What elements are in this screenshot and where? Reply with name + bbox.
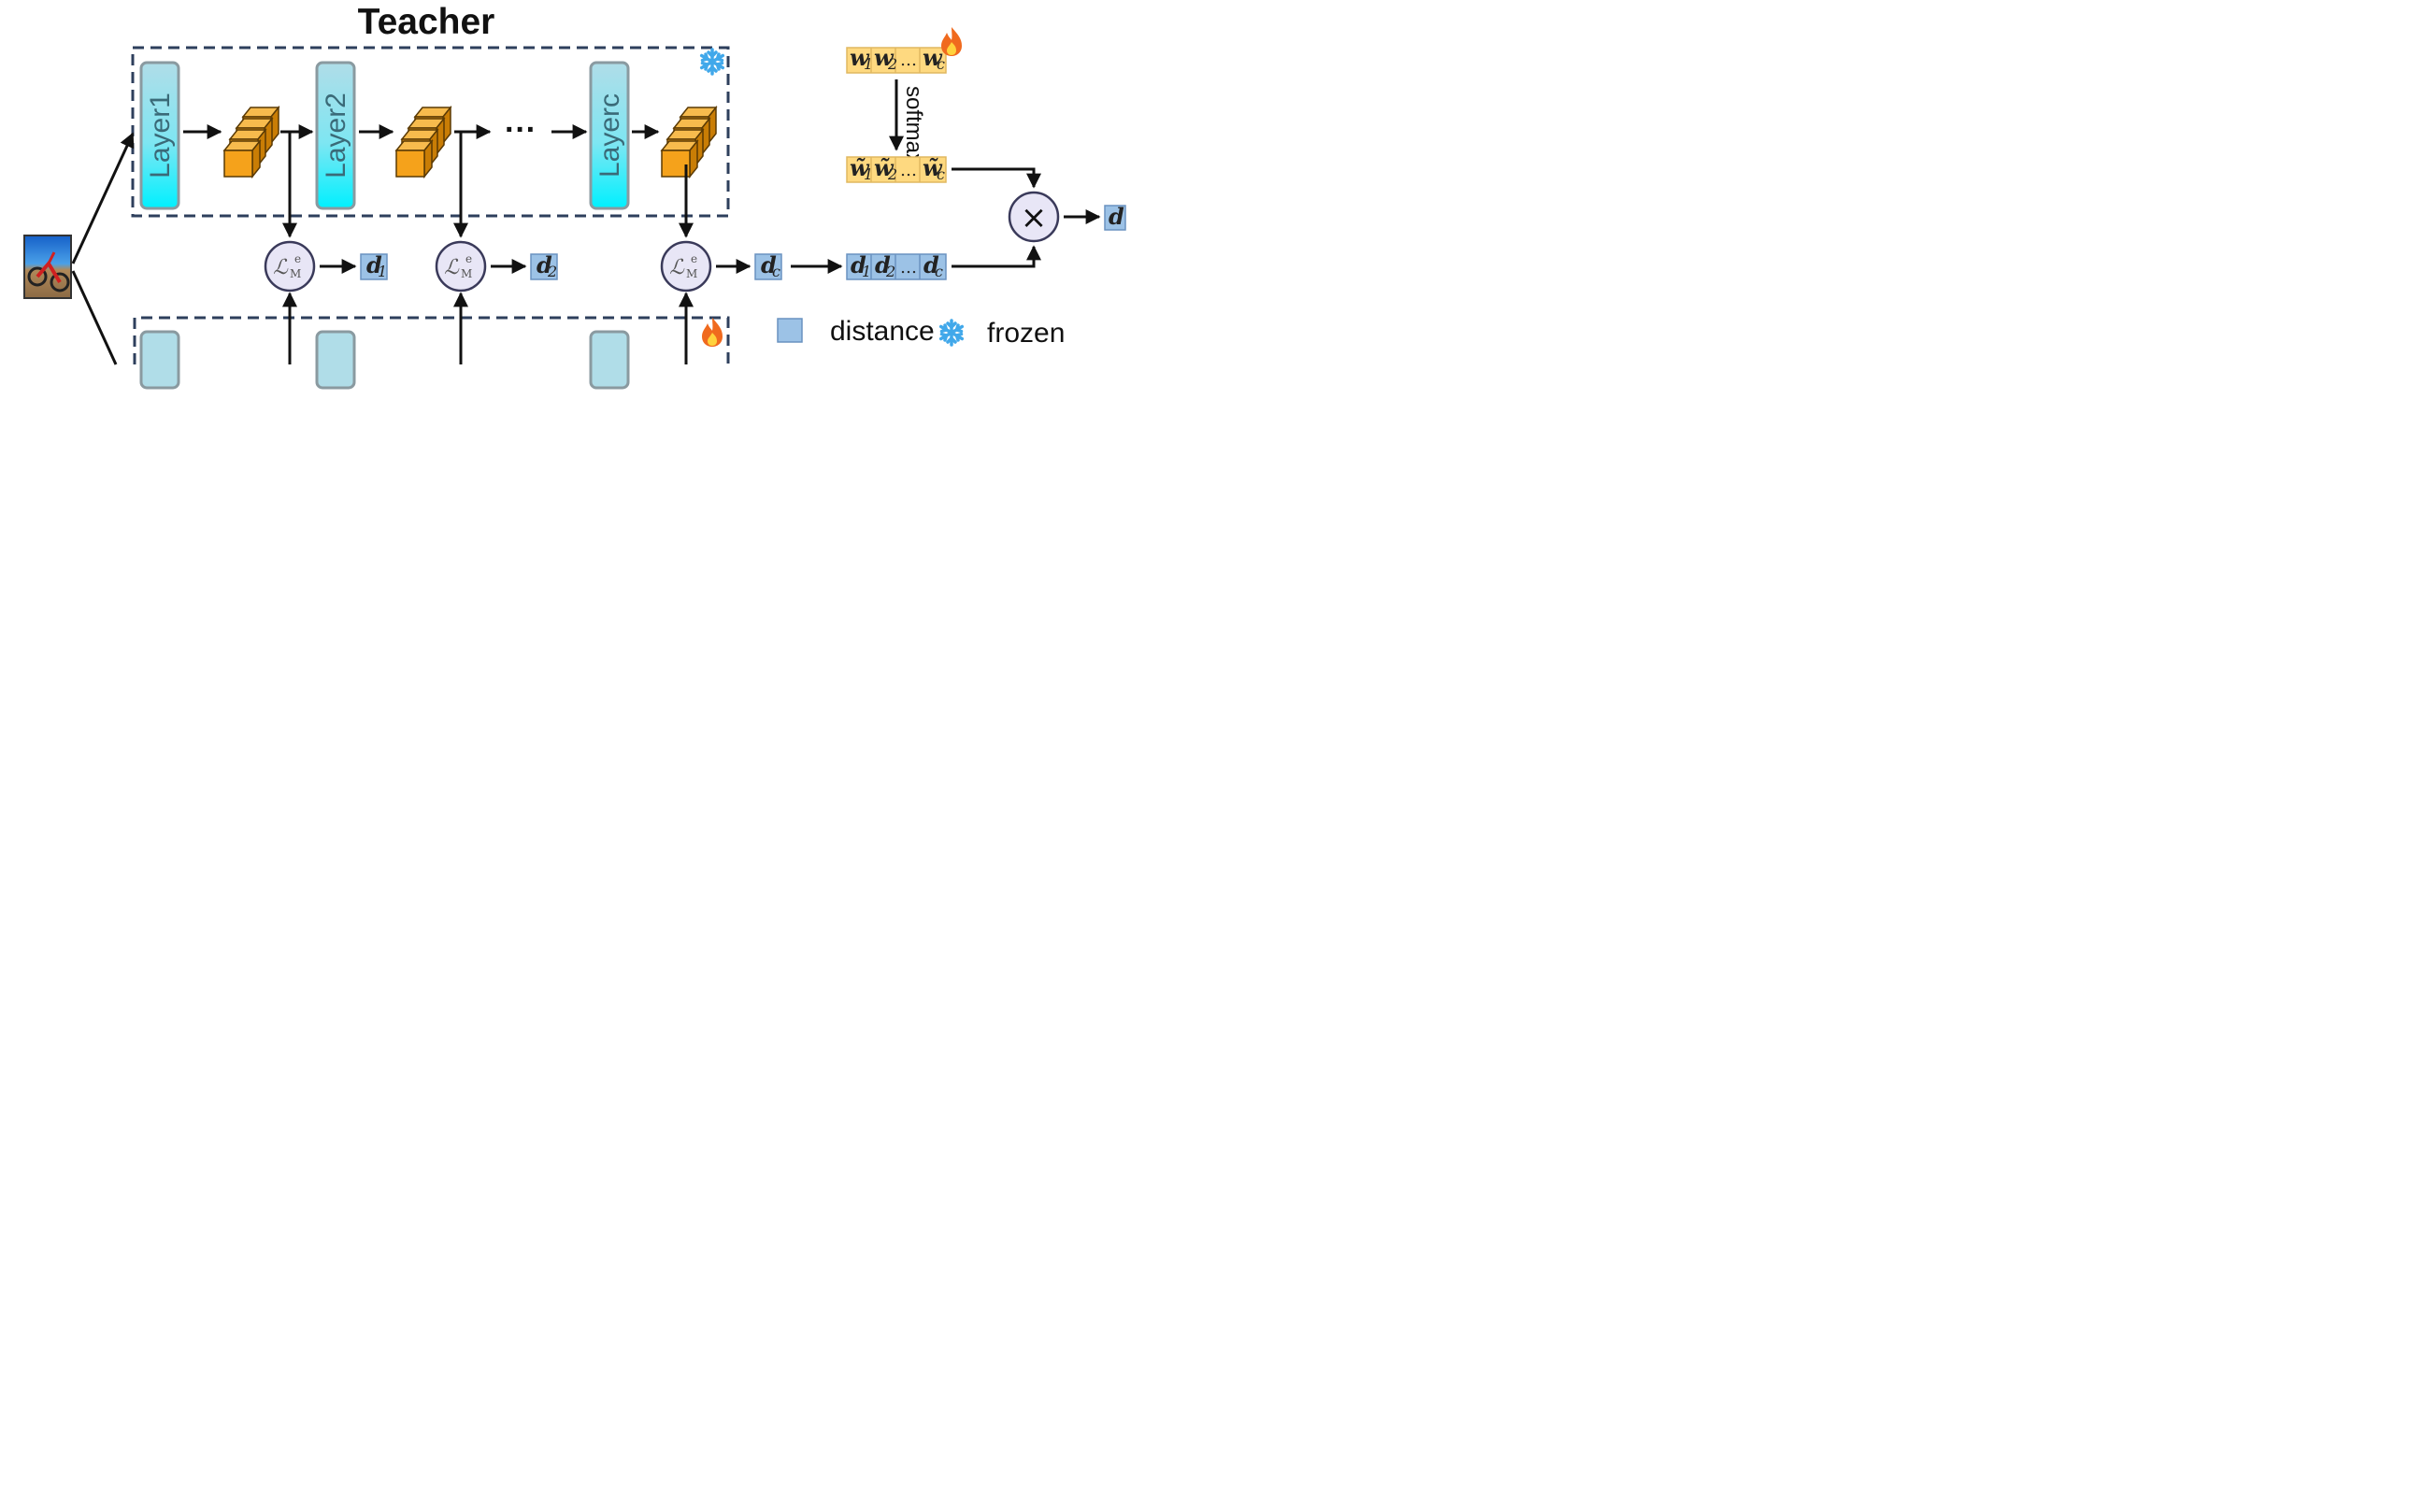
distance-box-d1: d 1 [360, 251, 388, 280]
distance-vector: d 1 d 2 … d c [846, 251, 947, 280]
teacher-layer-1-label: Layer1 [145, 93, 176, 178]
wt1-label: w̃ [850, 154, 870, 181]
vec-dc-label: d [923, 251, 939, 278]
wt2-sub: 2 [887, 165, 897, 183]
wtc-sub: c [937, 165, 945, 183]
legend-frozen-label: frozen [987, 318, 1065, 349]
output-distance-box: d [1104, 203, 1126, 231]
multiply-symbol: × [1021, 199, 1048, 236]
loss-circle-2: ℒ e M [435, 240, 487, 292]
vec-d1-sub: 1 [862, 263, 871, 280]
w1-label: w [850, 44, 870, 71]
loss-symbol-c: ℒ [669, 256, 685, 279]
teacher-layer-c: Layerc [589, 61, 630, 210]
d1-label: d [366, 251, 382, 278]
loss-symbol-1: ℒ [273, 256, 289, 279]
teacher-layer-1: Layer1 [139, 61, 180, 210]
weight-vector: w 1 w 2 … w c [846, 44, 947, 74]
image-to-teacher-arrow [71, 132, 135, 264]
loss-sup-c: e [691, 252, 697, 265]
teacher-layer-2-label: Layer2 [321, 93, 351, 178]
d1-sub: 1 [378, 263, 387, 280]
multiply-node: × [1008, 191, 1060, 243]
student-trainable-flame-icon [702, 318, 723, 347]
wt-ellipsis: … [900, 161, 917, 180]
legend-distance-swatch [777, 318, 803, 343]
loss-circle-c: ℒ e M [660, 240, 712, 292]
distance-box-d2: d 2 [530, 251, 558, 280]
student-layer-2 [315, 330, 356, 390]
input-image [23, 235, 72, 299]
wc-label: w [923, 44, 943, 71]
loss-circle-1: ℒ e M [264, 240, 316, 292]
loss-sub-2: M [461, 267, 472, 280]
dc-sub: c [772, 263, 780, 280]
wc-sub: c [937, 55, 945, 73]
d2-label: d [537, 251, 552, 278]
w2-sub: 2 [887, 55, 897, 73]
loss-sub-c: M [686, 267, 697, 280]
legend-frozen-snowflake-icon [938, 319, 965, 347]
normalized-weight-vector: w̃ 1 w̃ 2 … w̃ c [846, 154, 947, 183]
loss-sup-1: e [294, 252, 301, 265]
loss-sub-1: M [290, 267, 301, 280]
teacher-feature-1 [223, 107, 279, 178]
wt1-sub: 1 [864, 165, 873, 183]
vec-d2-label: d [875, 251, 891, 278]
loss-sup-2: e [465, 252, 472, 265]
wt2-label: w̃ [874, 154, 895, 181]
weights-trainable-flame-icon [941, 27, 962, 56]
distances-to-multiply-arrow [952, 245, 1041, 268]
distance-box-dc: d c [754, 251, 782, 280]
weights-to-multiply-arrow [952, 167, 1041, 189]
image-to-student-arrow [71, 270, 118, 365]
teacher-frozen-snowflake-icon [699, 48, 725, 76]
teacher-feature-c [661, 107, 717, 178]
teacher-frame [131, 46, 730, 218]
vec-dc-sub: c [935, 263, 943, 280]
w1-sub: 1 [864, 55, 873, 73]
student-frame [133, 316, 730, 364]
legend-distance-label: distance [830, 316, 935, 347]
vec-d1-label: d [851, 251, 866, 278]
w2-label: w [874, 44, 895, 71]
teacher-layer-2: Layer2 [315, 61, 356, 210]
student-layer-1 [139, 330, 180, 390]
w-ellipsis: … [900, 50, 917, 70]
teacher-title: Teacher [358, 2, 495, 42]
vec-d2-sub: 2 [885, 263, 895, 280]
output-d-label: d [1109, 203, 1124, 230]
teacher-layer-ellipsis: ··· [505, 112, 537, 148]
loss-symbol-2: ℒ [444, 256, 460, 279]
teacher-feature-2 [395, 107, 451, 178]
d2-sub: 2 [547, 263, 557, 280]
wtc-label: w̃ [923, 154, 943, 181]
student-layer-c [589, 330, 630, 390]
dc-label: d [761, 251, 777, 278]
softmax-label: softmax [901, 86, 926, 164]
teacher-layer-c-label: Layerc [594, 93, 625, 178]
vec-d-ellipsis: … [900, 258, 917, 278]
